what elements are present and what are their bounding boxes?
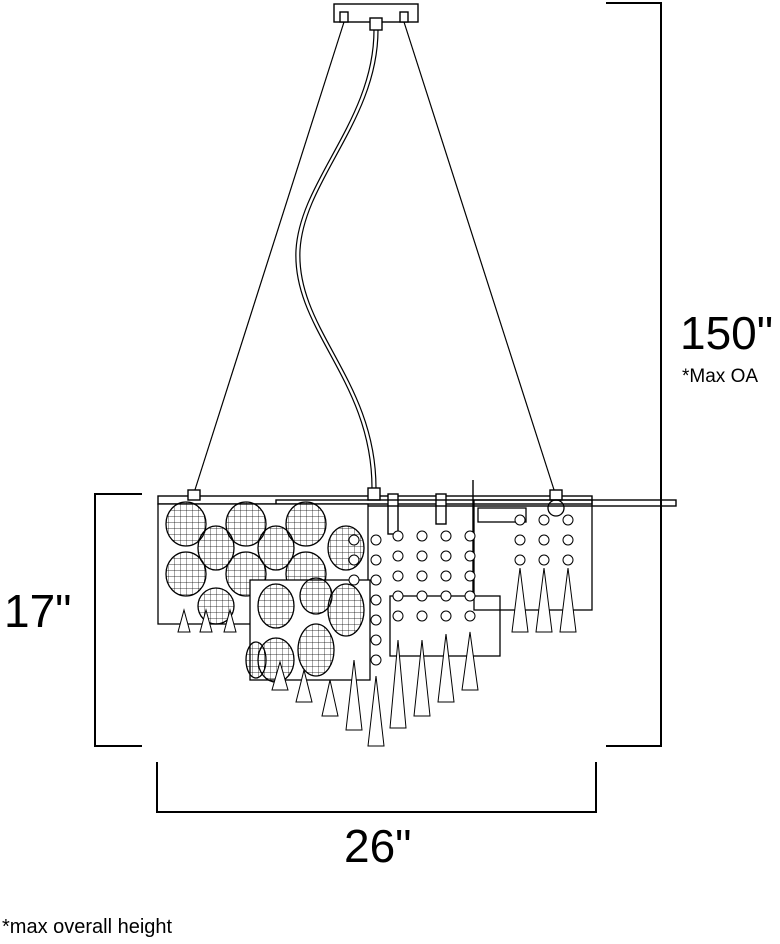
- strand-2: [389, 530, 407, 729]
- strand-6: [345, 534, 363, 731]
- ceiling-canopy: [333, 3, 419, 31]
- fixture-height-label: 17": [4, 585, 72, 637]
- crystal-strands: [177, 514, 577, 747]
- strand-5: [461, 530, 479, 691]
- width-dimension-bracket: [156, 762, 597, 813]
- overall-height-note: *Max OA: [682, 366, 759, 387]
- suspension-cables: [192, 21, 557, 497]
- fixture-height-bracket: [94, 493, 142, 747]
- strand-1: [367, 534, 385, 747]
- overall-height-label: 150": [680, 307, 774, 359]
- footnote: *max overall height: [2, 916, 173, 938]
- fixture-width-label: 26": [344, 820, 412, 872]
- strand-4: [437, 530, 455, 703]
- strand-3: [413, 530, 431, 717]
- height-dimension-bracket: [606, 2, 662, 747]
- lower-mesh-panel: [245, 577, 371, 683]
- strand-9: [535, 514, 553, 633]
- strand-7: [177, 608, 339, 717]
- strand-10: [559, 514, 577, 633]
- strand-8: [511, 514, 529, 633]
